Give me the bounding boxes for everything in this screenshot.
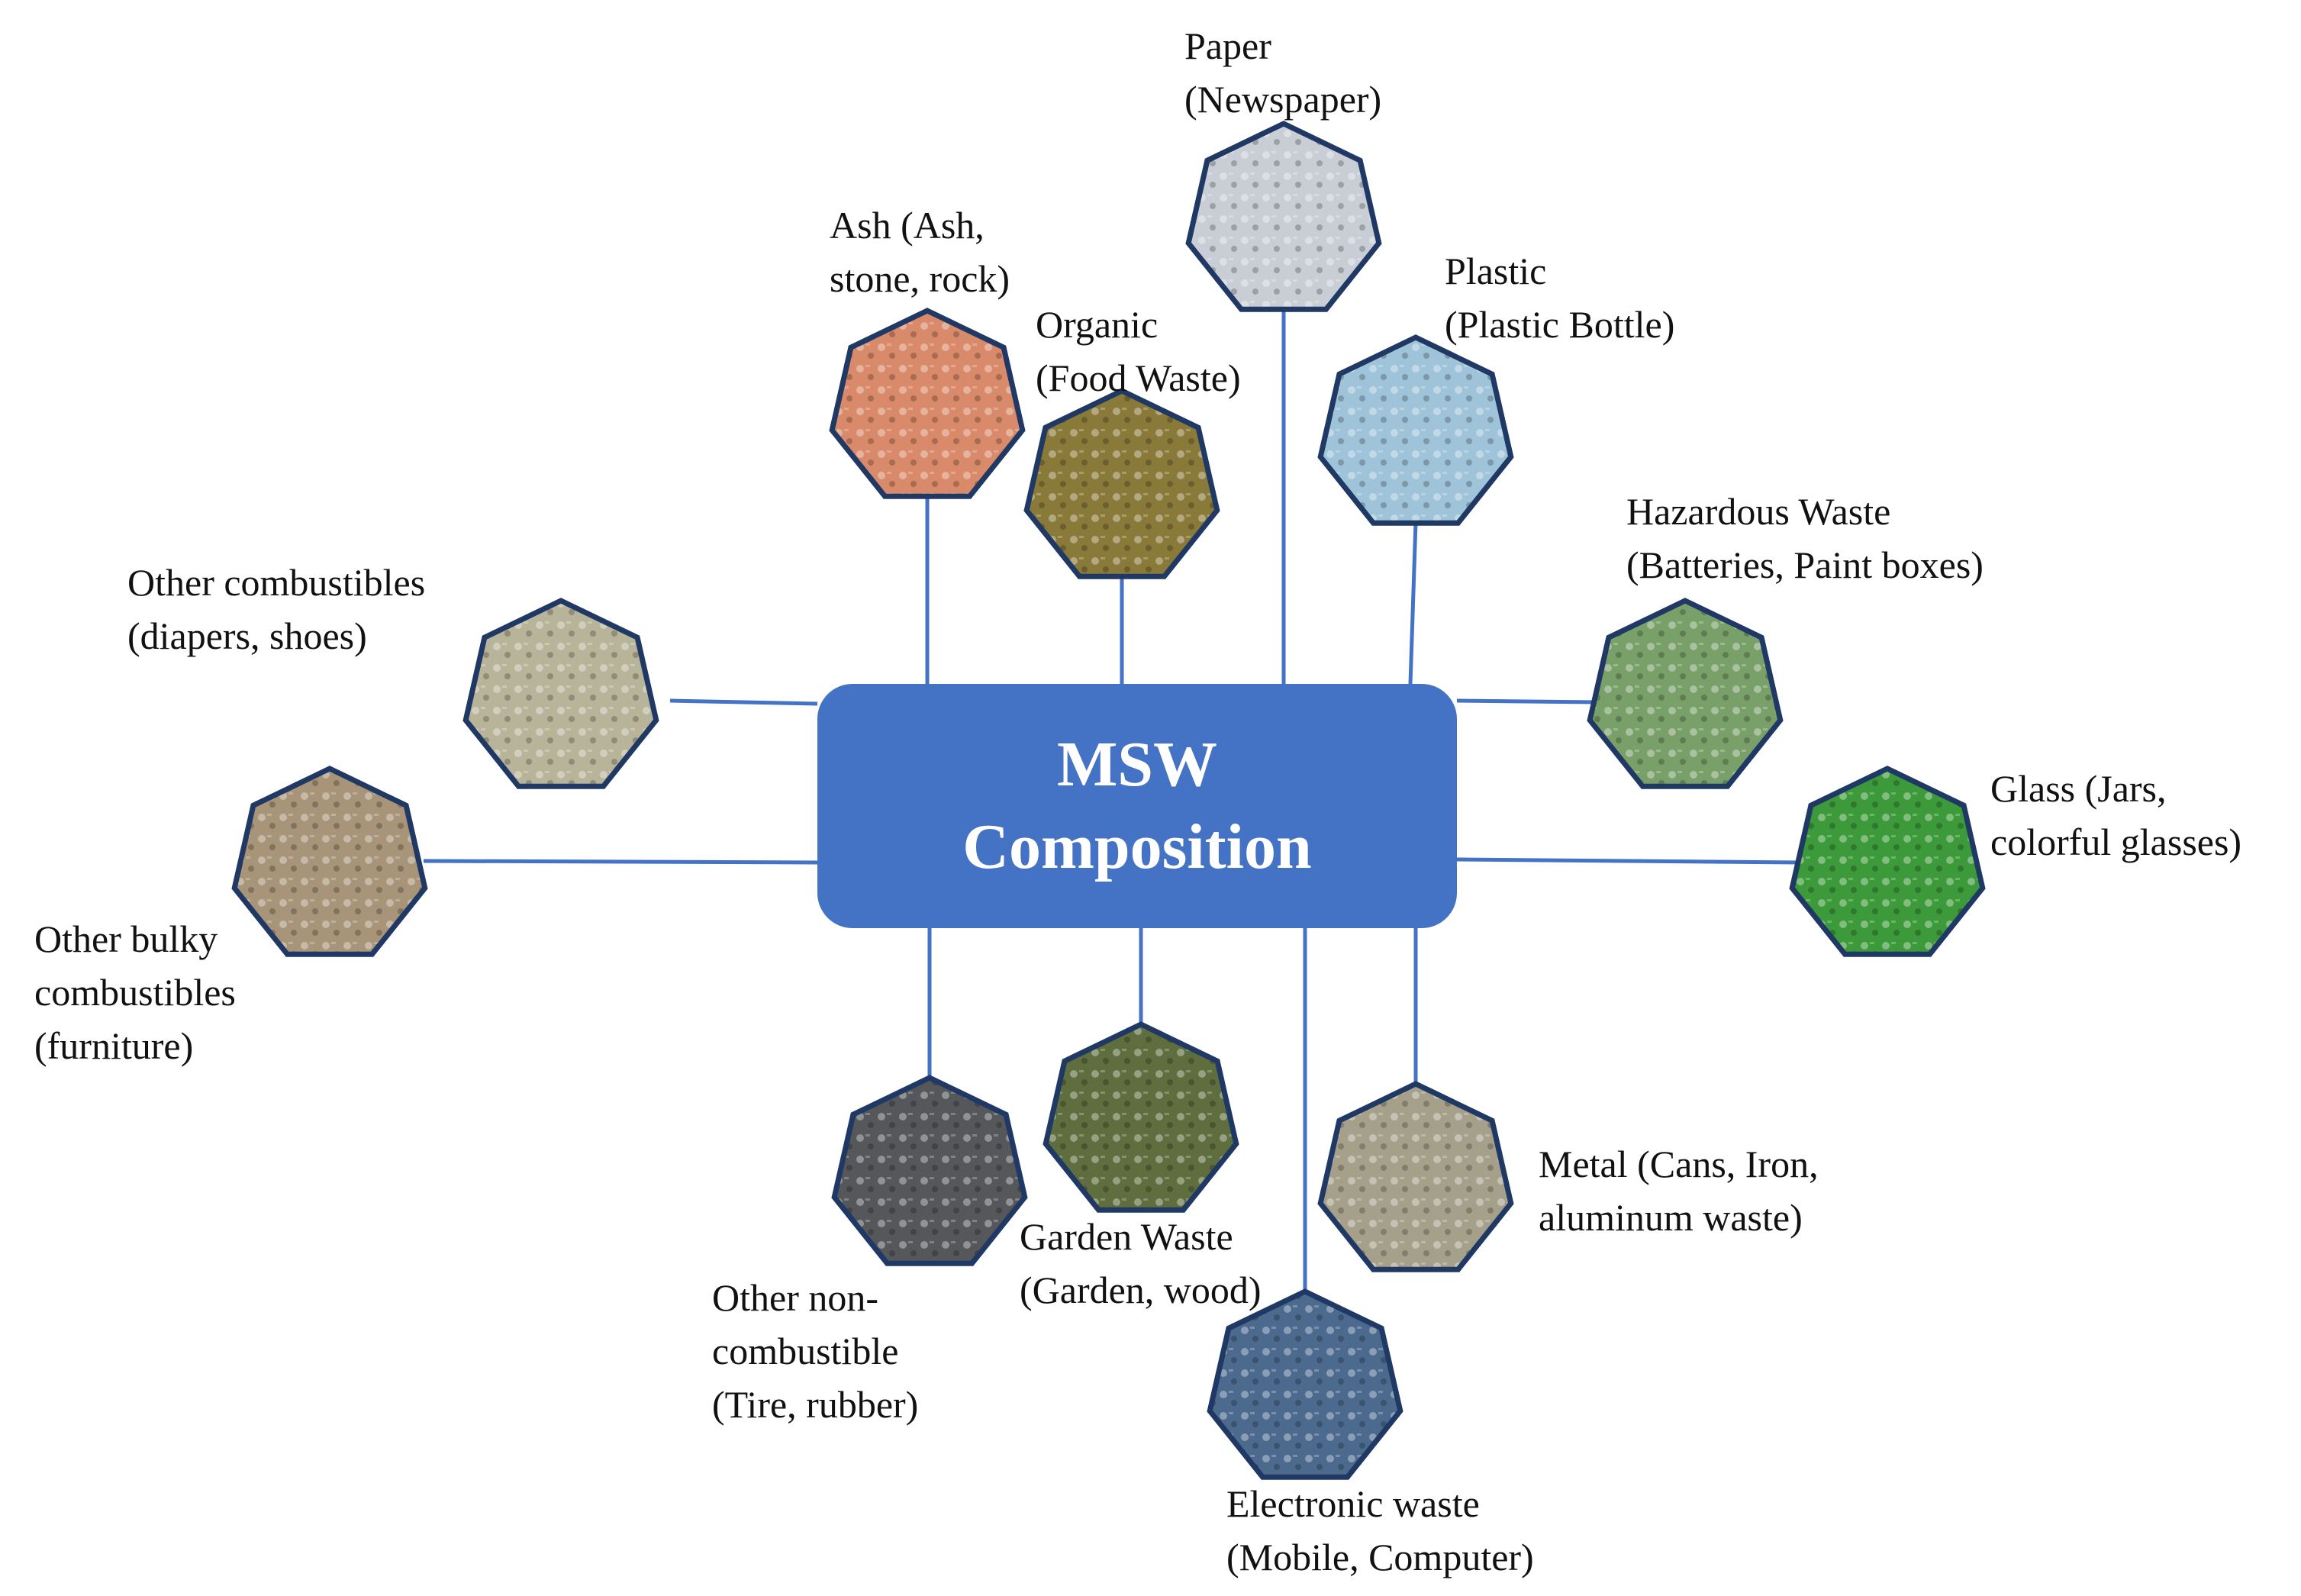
connector-other-bulky: [423, 859, 818, 865]
label-line: (Batteries, Paint boxes): [1626, 543, 1984, 586]
label-line: Electronic waste: [1226, 1482, 1480, 1525]
label-glass: Glass (Jars, colorful glasses): [1990, 762, 2241, 869]
label-line: (Plastic Bottle): [1445, 303, 1675, 346]
label-line: (Food Waste): [1036, 356, 1241, 399]
label-line: (Tire, rubber): [712, 1383, 919, 1426]
label-line: Plastic: [1445, 250, 1547, 292]
label-line: Glass (Jars,: [1990, 767, 2167, 810]
tire-pile-image: [831, 1075, 1028, 1266]
label-line: (Garden, wood): [1020, 1269, 1262, 1311]
label-line: Other non-: [712, 1276, 878, 1319]
category-nodes: [231, 121, 1986, 1480]
label-line: Organic: [1036, 303, 1159, 346]
crushed-cans-image: [1317, 1081, 1514, 1272]
label-line: (diapers, shoes): [127, 614, 367, 657]
label-line: aluminum waste): [1539, 1196, 1803, 1239]
label-ash: Ash (Ash, stone, rock): [830, 198, 1010, 305]
label-line: colorful glasses): [1990, 821, 2242, 863]
label-line: (Mobile, Computer): [1226, 1536, 1534, 1578]
label-hazardous: Hazardous Waste (Batteries, Paint boxes): [1626, 485, 1984, 592]
label-other-noncombustible: Other non-combustible (Tire, rubber): [712, 1271, 918, 1431]
plastic-bottles-image: [1317, 334, 1514, 526]
crumpled-paper-basket-image: [1185, 121, 1382, 312]
connector-glass: [1456, 857, 1800, 865]
glass-bottles-image: [1789, 766, 1986, 957]
label-line: stone, rock): [830, 257, 1010, 300]
label-garden: Garden Waste (Garden, wood): [1020, 1210, 1262, 1317]
label-plastic: Plastic (Plastic Bottle): [1445, 244, 1674, 351]
label-line: (Newspaper): [1184, 78, 1382, 121]
label-line: combustibles: [34, 971, 236, 1014]
label-line: Metal (Cans, Iron,: [1539, 1143, 1819, 1185]
label-organic: Organic (Food Waste): [1036, 298, 1241, 405]
electronics-pile-image: [1207, 1288, 1403, 1480]
center-node: MSW Composition: [817, 684, 1457, 928]
food-scraps-image: [1023, 388, 1220, 579]
burning-ash-image: [829, 308, 1026, 499]
connector-hazardous: [1456, 698, 1599, 704]
label-line: Hazardous Waste: [1626, 490, 1891, 533]
center-title-line2: Composition: [962, 811, 1312, 882]
label-line: Ash (Ash,: [830, 204, 985, 247]
label-paper: Paper (Newspaper): [1184, 19, 1381, 126]
connector-lines: [423, 308, 1800, 1302]
center-title-line1: MSW: [1057, 729, 1217, 800]
label-line: (furniture): [34, 1024, 194, 1067]
label-electronic: Electronic waste (Mobile, Computer): [1226, 1477, 1534, 1584]
label-other-combustibles: Other combustibles (diapers, shoes): [127, 556, 425, 663]
label-line: Other combustibles: [127, 561, 426, 604]
label-metal: Metal (Cans, Iron, aluminum waste): [1539, 1137, 1819, 1244]
label-other-bulky: Other bulky combustibles (furniture): [34, 912, 236, 1072]
label-line: Garden Waste: [1020, 1215, 1233, 1258]
connector-other-combustibles: [669, 698, 818, 706]
label-line: combustible: [712, 1330, 899, 1372]
label-line: Other bulky: [34, 917, 218, 960]
batteries-paint-boxes-image: [1587, 598, 1784, 789]
label-line: Paper: [1184, 24, 1271, 67]
connector-plastic: [1408, 521, 1418, 685]
compost-bin-image: [1043, 1021, 1239, 1213]
furniture-pile-image: [231, 766, 428, 957]
diapers-shoes-image: [462, 598, 659, 789]
